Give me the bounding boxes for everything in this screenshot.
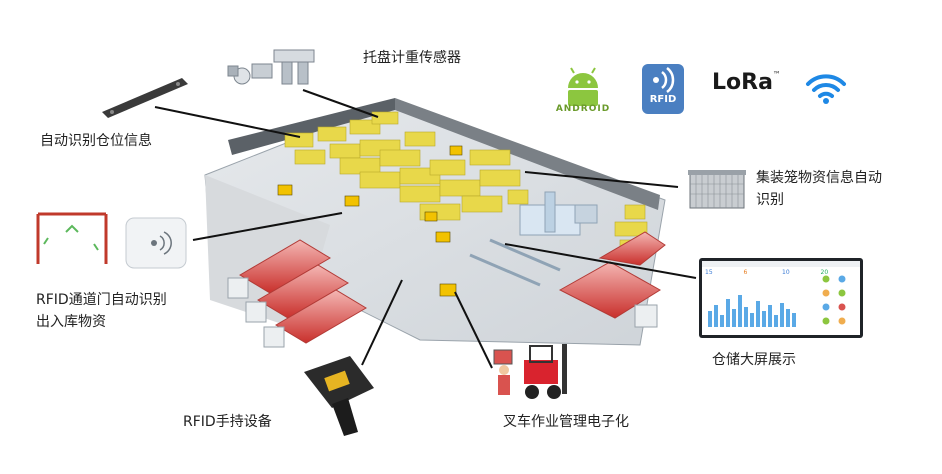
android-logo: ANDROID (548, 60, 618, 116)
label-rfid-gate-line1: RFID通道门自动识别 (36, 292, 167, 308)
label-rfid-gate-line2: 出入库物资 (36, 314, 106, 330)
dashboard-status-dots (822, 275, 846, 325)
wifi-icon (806, 74, 846, 104)
rfid-wave-icon (653, 67, 675, 93)
rfid-handheld-image (304, 356, 374, 436)
kpi-value: 20 (820, 269, 829, 276)
label-auto-identify-location: 自动识别仓位信息 (40, 133, 152, 149)
lora-logo: LoRa™ (712, 70, 781, 100)
dashboard-bar-chart (708, 295, 796, 327)
right-trucks (558, 231, 666, 328)
lora-wordmark: LoRa (712, 70, 773, 95)
label-warehouse-big-screen: 仓储大屏展示 (712, 352, 796, 368)
label-rfid-handheld: RFID手持设备 (183, 414, 272, 430)
warehouse-back-wall (228, 98, 395, 155)
android-wordmark: ANDROID (555, 104, 611, 114)
kpi-value: 10 (782, 269, 790, 276)
leader-lines (154, 89, 697, 369)
wifi-logo (805, 70, 847, 108)
left-trucks (227, 239, 367, 348)
weighing-sensor-image (227, 49, 315, 85)
label-container-cage-line1: 集装笼物资信息自动 (756, 170, 882, 186)
lora-trademark: ™ (772, 70, 781, 79)
dashboard-header (702, 261, 860, 267)
android-robot-icon (568, 67, 598, 106)
kpi-value: 15 (705, 269, 713, 276)
warehouse-right-wall (395, 98, 660, 210)
label-pallet-weighing-sensor: 托盘计重传感器 (363, 50, 461, 66)
pallet-stacks (284, 111, 651, 253)
rfid-wordmark: RFID (649, 94, 677, 105)
conveyor-area (469, 191, 598, 287)
forklift-icons (277, 145, 463, 297)
location-tag-image (102, 78, 188, 118)
label-forklift-electronic-management: 叉车作业管理电子化 (503, 414, 629, 430)
rfid-gate-image (36, 212, 187, 269)
rfid-logo: RFID (642, 64, 684, 114)
dashboard-panel: 15 6 10 20 (702, 261, 860, 335)
big-screen-display: 15 6 10 20 (699, 258, 863, 338)
forklift-image (493, 344, 567, 399)
label-container-cage-line2: 识别 (756, 192, 784, 208)
container-cage-image (688, 170, 746, 209)
dashboard-kpi-row: 15 6 10 20 (702, 267, 860, 278)
kpi-value: 6 (743, 269, 748, 276)
